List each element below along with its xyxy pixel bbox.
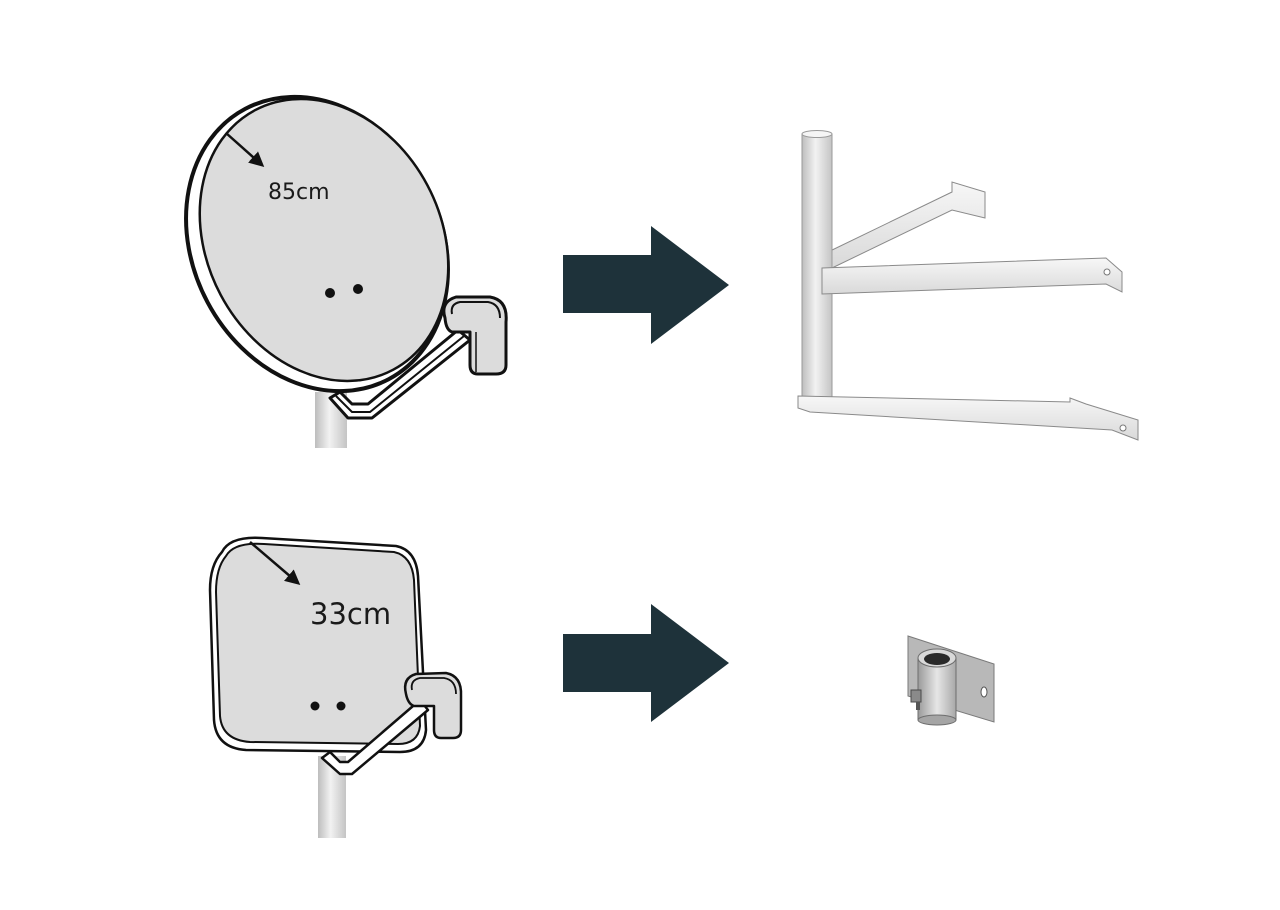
- dish-marker-dot: [336, 701, 346, 711]
- clamp-screw: [910, 689, 922, 703]
- dish-marker-dot: [310, 701, 320, 711]
- large-satellite-dish-icon: 85cm: [184, 94, 508, 448]
- small-satellite-dish-icon: 33cm: [208, 536, 463, 838]
- radius-arrow-icon: [225, 132, 265, 167]
- bracket-arm-lower: [797, 395, 1139, 441]
- lnb-icon: [442, 295, 508, 376]
- dish-marker-dot: [325, 288, 335, 298]
- radius-arrow-icon: [249, 541, 301, 585]
- bracket-arm-upper: [821, 257, 1123, 295]
- right-arrow-icon: [563, 604, 729, 722]
- lnb-icon: [403, 671, 463, 740]
- dish-marker-dot: [353, 284, 363, 294]
- clamp-tube: [917, 657, 957, 721]
- right-arrow-icon: [563, 226, 729, 344]
- bracket-strut: [827, 181, 986, 269]
- dish-reflector: [198, 97, 450, 383]
- wall-bracket-mount-icon: [797, 130, 1139, 441]
- dish-reflector: [214, 542, 422, 746]
- dish-size-label: 33cm: [310, 597, 391, 631]
- clamp-mount-icon: [907, 635, 995, 726]
- dish-size-label: 85cm: [268, 180, 330, 205]
